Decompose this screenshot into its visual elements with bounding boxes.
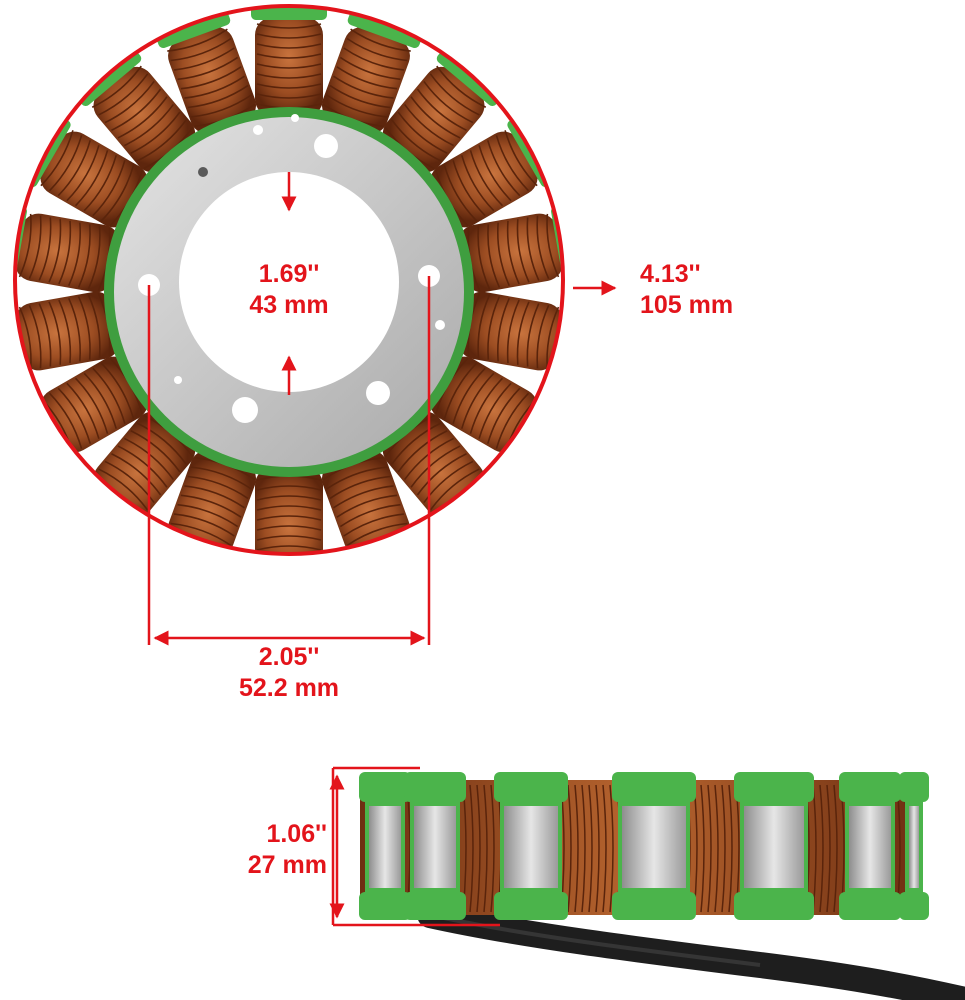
height-label: 1.06'' 27 mm — [215, 819, 327, 881]
coil — [255, 467, 323, 555]
inner-diameter-inch: 1.69'' — [258, 260, 320, 288]
stator-top-view — [14, 5, 564, 555]
mounting-hole — [366, 381, 390, 405]
outer-diameter-label: 4.13'' 105 mm — [640, 259, 780, 321]
stator-tooth — [734, 772, 814, 920]
highlight-circle — [13, 4, 565, 556]
bolt-spacing-mm: 52.2 mm — [238, 674, 340, 702]
coil — [251, 6, 327, 117]
bolt-spacing-label: 2.05'' 52.2 mm — [219, 642, 359, 704]
stator-tooth — [359, 772, 411, 920]
stator-tooth — [612, 772, 696, 920]
outer-diameter-inch: 4.13'' — [640, 260, 701, 288]
bolt-spacing-inch: 2.05'' — [258, 643, 320, 671]
coil — [156, 11, 257, 135]
mounting-hole — [314, 134, 338, 158]
stator-side-view — [359, 772, 965, 1000]
coil — [78, 50, 196, 173]
small-hole — [174, 376, 182, 384]
small-hole — [291, 114, 299, 122]
stator-tooth — [839, 772, 901, 920]
coil — [382, 50, 500, 173]
center-bore — [179, 172, 399, 392]
outer-diameter-mm: 105 mm — [640, 291, 734, 319]
mounting-hole — [232, 397, 258, 423]
small-hole — [435, 320, 445, 330]
small-hole — [253, 125, 263, 135]
coil — [321, 11, 422, 135]
inner-diameter-label: 1.69'' 43 mm — [232, 259, 346, 321]
stator-tooth — [404, 772, 466, 920]
rivet — [198, 167, 208, 177]
height-inch: 1.06'' — [266, 820, 327, 848]
dimension-lines-side — [329, 766, 500, 927]
stator-tooth — [494, 772, 568, 920]
dimension-lines-top — [147, 172, 617, 646]
stator-teeth-side — [359, 772, 929, 920]
height-mm: 27 mm — [247, 851, 327, 879]
stator-tooth — [899, 772, 929, 920]
inner-diameter-mm: 43 mm — [249, 291, 329, 319]
